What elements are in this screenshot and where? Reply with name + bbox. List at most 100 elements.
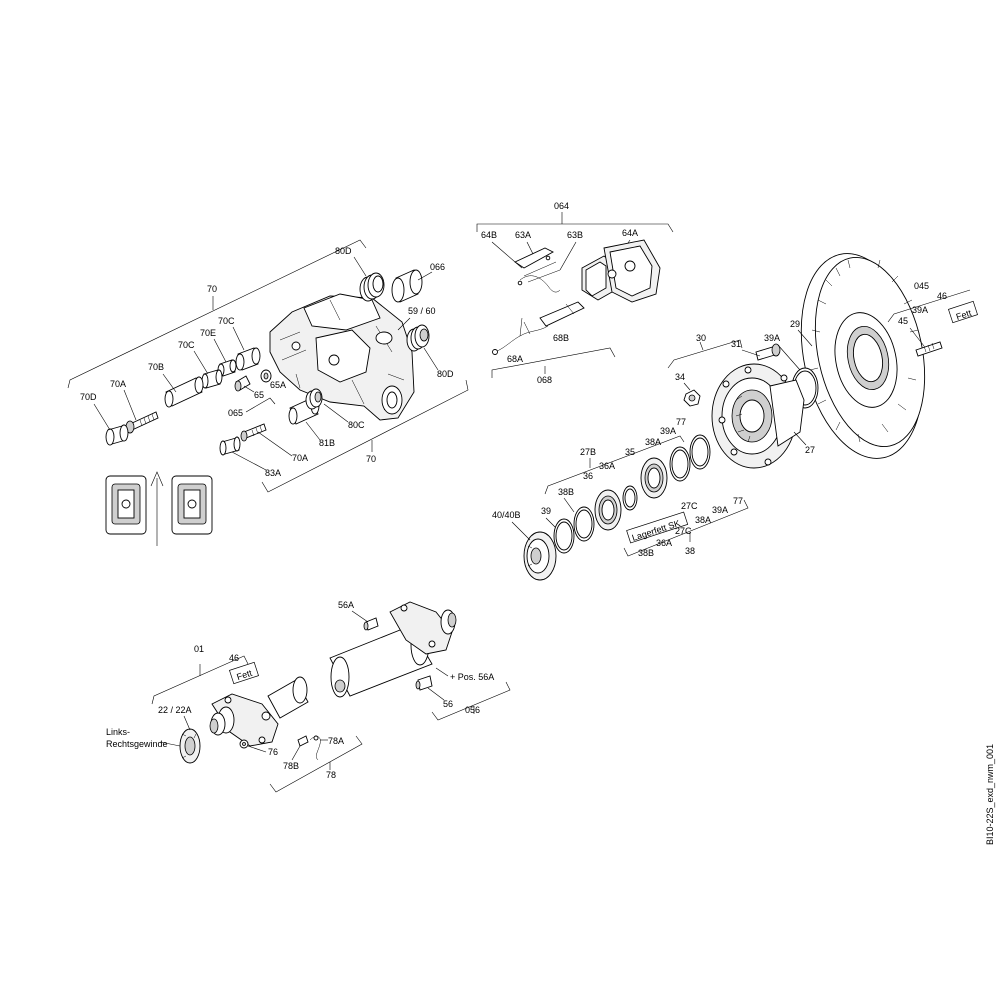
bushing-70E-icon[interactable] (217, 359, 237, 377)
label-70B[interactable]: 70B (148, 362, 164, 372)
label-068[interactable]: 068 (537, 375, 552, 385)
label-80D[interactable]: 80D (335, 246, 352, 256)
label-fett-r[interactable]: Fett (955, 308, 973, 322)
label-29[interactable]: 29 (790, 319, 800, 329)
label-38A[interactable]: 38A (645, 437, 661, 447)
label-70-top[interactable]: 70 (207, 284, 217, 294)
wear-sensor-icon[interactable] (539, 301, 585, 327)
label-77-a[interactable]: 77 (676, 417, 686, 427)
label-70E[interactable]: 70E (200, 328, 216, 338)
label-46-r[interactable]: 46 (937, 291, 947, 301)
stud-45-icon[interactable] (915, 341, 943, 357)
wheel-bolt-31-icon[interactable] (755, 343, 781, 361)
label-56[interactable]: 56 (443, 699, 453, 709)
screw-56-icon[interactable] (415, 675, 433, 691)
label-36A-b[interactable]: 36A (656, 538, 672, 548)
label-39A-r[interactable]: 39A (912, 305, 928, 315)
boot-80C-icon[interactable] (305, 388, 323, 410)
label-38[interactable]: 38 (685, 546, 695, 556)
brake-disc-29-icon[interactable] (784, 242, 941, 470)
label-64A[interactable]: 64A (622, 228, 638, 238)
label-27B[interactable]: 27B (580, 447, 596, 457)
label-38B[interactable]: 38B (558, 487, 574, 497)
pin-78B-icon[interactable] (297, 735, 309, 747)
wear-sensor-cable-icon[interactable] (494, 317, 549, 353)
label-38B-b[interactable]: 38B (638, 548, 654, 558)
label-38A-b[interactable]: 38A (695, 515, 711, 525)
label-80C[interactable]: 80C (348, 420, 365, 430)
label-68B[interactable]: 68B (553, 333, 569, 343)
label-78B[interactable]: 78B (283, 761, 299, 771)
label-68A[interactable]: 68A (507, 354, 523, 364)
boot-80D-lower-icon[interactable] (406, 324, 430, 352)
seal-39-icon[interactable] (553, 518, 575, 554)
axle-knuckle-right-icon[interactable] (389, 601, 457, 655)
label-056[interactable]: 056 (465, 705, 480, 715)
label-65A[interactable]: 65A (270, 380, 286, 390)
hub-cap-40-icon[interactable] (523, 531, 557, 581)
label-70D[interactable]: 70D (80, 392, 97, 402)
label-45[interactable]: 45 (898, 316, 908, 326)
label-63A[interactable]: 63A (515, 230, 531, 240)
label-064[interactable]: 064 (554, 201, 569, 211)
axle-tube-left-icon[interactable] (267, 676, 309, 719)
bearing-36-icon[interactable] (594, 489, 622, 531)
label-27C[interactable]: 27C (681, 501, 698, 511)
label-066[interactable]: 066 (430, 262, 445, 272)
label-36A[interactable]: 36A (599, 461, 615, 471)
seal-39A-icon[interactable] (669, 446, 691, 482)
label-63B[interactable]: 63B (567, 230, 583, 240)
label-22-22A[interactable]: 22 / 22A (158, 705, 192, 715)
caliper-view-right-icon[interactable] (171, 475, 213, 535)
label-01[interactable]: 01 (194, 644, 204, 654)
cotter-pin-78A-icon[interactable] (309, 735, 321, 761)
cap-83A-icon[interactable] (219, 436, 241, 456)
label-78[interactable]: 78 (326, 770, 336, 780)
guide-bolt-70A-lower-icon[interactable] (240, 423, 267, 442)
wheel-hub-27-icon[interactable] (711, 363, 805, 469)
label-34[interactable]: 34 (675, 372, 685, 382)
boot-80D-icon[interactable] (359, 272, 385, 302)
bearing-38A-icon[interactable] (640, 457, 668, 499)
guide-sleeve-70B-icon[interactable] (164, 376, 204, 408)
pin-76-icon[interactable] (239, 739, 249, 749)
axle-knuckle-left-icon[interactable] (209, 693, 279, 747)
ring-35-icon[interactable] (622, 485, 638, 511)
cap-70D-icon[interactable] (105, 424, 129, 446)
label-70A-lower[interactable]: 70A (292, 453, 308, 463)
label-70-bottom[interactable]: 70 (366, 454, 376, 464)
label-rechtsgewinde[interactable]: Rechtsgewinde (106, 739, 168, 749)
label-70C-a[interactable]: 70C (218, 316, 235, 326)
label-39A-b[interactable]: 39A (712, 505, 728, 515)
label-83A[interactable]: 83A (265, 468, 281, 478)
label-76[interactable]: 76 (268, 747, 278, 757)
label-35[interactable]: 35 (625, 447, 635, 457)
nut-34-icon[interactable] (683, 389, 701, 407)
label-81B[interactable]: 81B (319, 438, 335, 448)
label-31[interactable]: 31 (731, 339, 741, 349)
label-27[interactable]: 27 (805, 445, 815, 455)
label-39A-a[interactable]: 39A (660, 426, 676, 436)
label-70C-b[interactable]: 70C (178, 340, 195, 350)
caliper-view-left-icon[interactable] (105, 475, 147, 535)
label-27C-b[interactable]: 27C (675, 526, 692, 536)
ring-066-icon[interactable] (391, 269, 423, 303)
pad-spring-icon[interactable] (514, 247, 554, 269)
label-links[interactable]: Links- (106, 727, 130, 737)
screw-56A-icon[interactable] (363, 617, 379, 631)
label-40-40B[interactable]: 40/40B (492, 510, 521, 520)
label-pos-56A[interactable]: + Pos. 56A (450, 672, 494, 682)
bushing-70C-lower-icon[interactable] (201, 369, 223, 389)
label-fett-l[interactable]: Fett (235, 668, 253, 682)
guide-bolt-70A-icon[interactable] (125, 411, 159, 434)
seal-38B-icon[interactable] (573, 506, 595, 542)
label-065[interactable]: 065 (228, 408, 243, 418)
seal-77-icon[interactable] (689, 434, 711, 470)
label-30[interactable]: 30 (696, 333, 706, 343)
label-59-60[interactable]: 59 / 60 (408, 306, 436, 316)
nut-22-icon[interactable] (179, 728, 201, 764)
bleed-screw-65-icon[interactable] (234, 375, 251, 392)
label-56A[interactable]: 56A (338, 600, 354, 610)
label-045[interactable]: 045 (914, 281, 929, 291)
label-65[interactable]: 65 (254, 390, 264, 400)
